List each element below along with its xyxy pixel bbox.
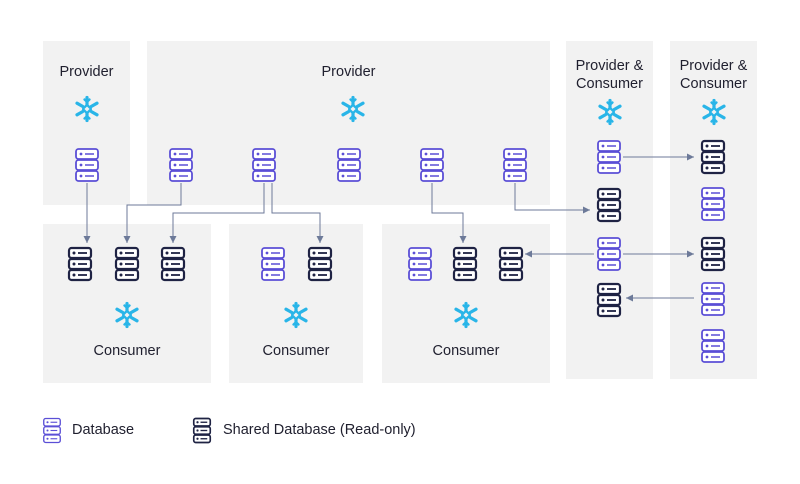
consumer-panel-3-title: Consumer (432, 343, 500, 359)
database-icon (420, 148, 444, 182)
shared-database-icon (67, 246, 93, 282)
connector-provider2d-to-pc1 (514, 183, 590, 214)
database-icon (169, 148, 193, 182)
shared-database-icon (596, 282, 622, 318)
shared-database-icon (498, 246, 524, 282)
database-icon (408, 247, 432, 281)
snowflake-icon (702, 98, 726, 126)
snowflake-icon (284, 301, 308, 329)
database-icon (252, 148, 276, 182)
database-icon (701, 187, 725, 221)
database-icon (261, 247, 285, 281)
shared-database-icon (452, 246, 478, 282)
legend-database-icon (43, 417, 61, 444)
database-icon (597, 237, 621, 271)
snowflake-icon (115, 301, 139, 329)
provider-consumer-panel-1-title: Provider & Consumer (575, 58, 644, 92)
legend-database-label: Database (72, 422, 135, 438)
shared-database-icon (700, 139, 726, 175)
consumer-panel-2-title: Consumer (262, 343, 330, 359)
legend-shared-database-icon (192, 417, 212, 444)
shared-database-icon (160, 246, 186, 282)
snowflake-icon (598, 98, 622, 126)
database-icon (503, 148, 527, 182)
shared-database-icon (307, 246, 333, 282)
connector-provider2a-to-consumer1 (123, 183, 182, 243)
snowflake-icon (341, 95, 365, 123)
provider-consumer-panel-2-title: Provider & Consumer (679, 58, 748, 92)
legend-shared-database-label: Shared Database (Read-only) (223, 422, 416, 438)
database-icon (597, 140, 621, 174)
shared-database-icon (114, 246, 140, 282)
provider-panel-2-title: Provider (321, 64, 376, 80)
snowflake-icon (454, 301, 478, 329)
shared-database-icon (596, 187, 622, 223)
provider-panel-1-title: Provider (59, 64, 114, 80)
database-icon (337, 148, 361, 182)
shared-database-icon (700, 236, 726, 272)
connector-provider2b-to-consumer2 (271, 183, 324, 243)
provider-consumer-panel-2: Provider & Consumer (670, 41, 757, 379)
connector-provider2c-to-consumer3 (431, 183, 467, 243)
database-icon (701, 329, 725, 363)
database-icon (701, 282, 725, 316)
snowflake-icon (75, 95, 99, 123)
connector-provider2b-to-consumer1 (169, 183, 265, 243)
database-icon (75, 148, 99, 182)
consumer-panel-1-title: Consumer (93, 343, 161, 359)
